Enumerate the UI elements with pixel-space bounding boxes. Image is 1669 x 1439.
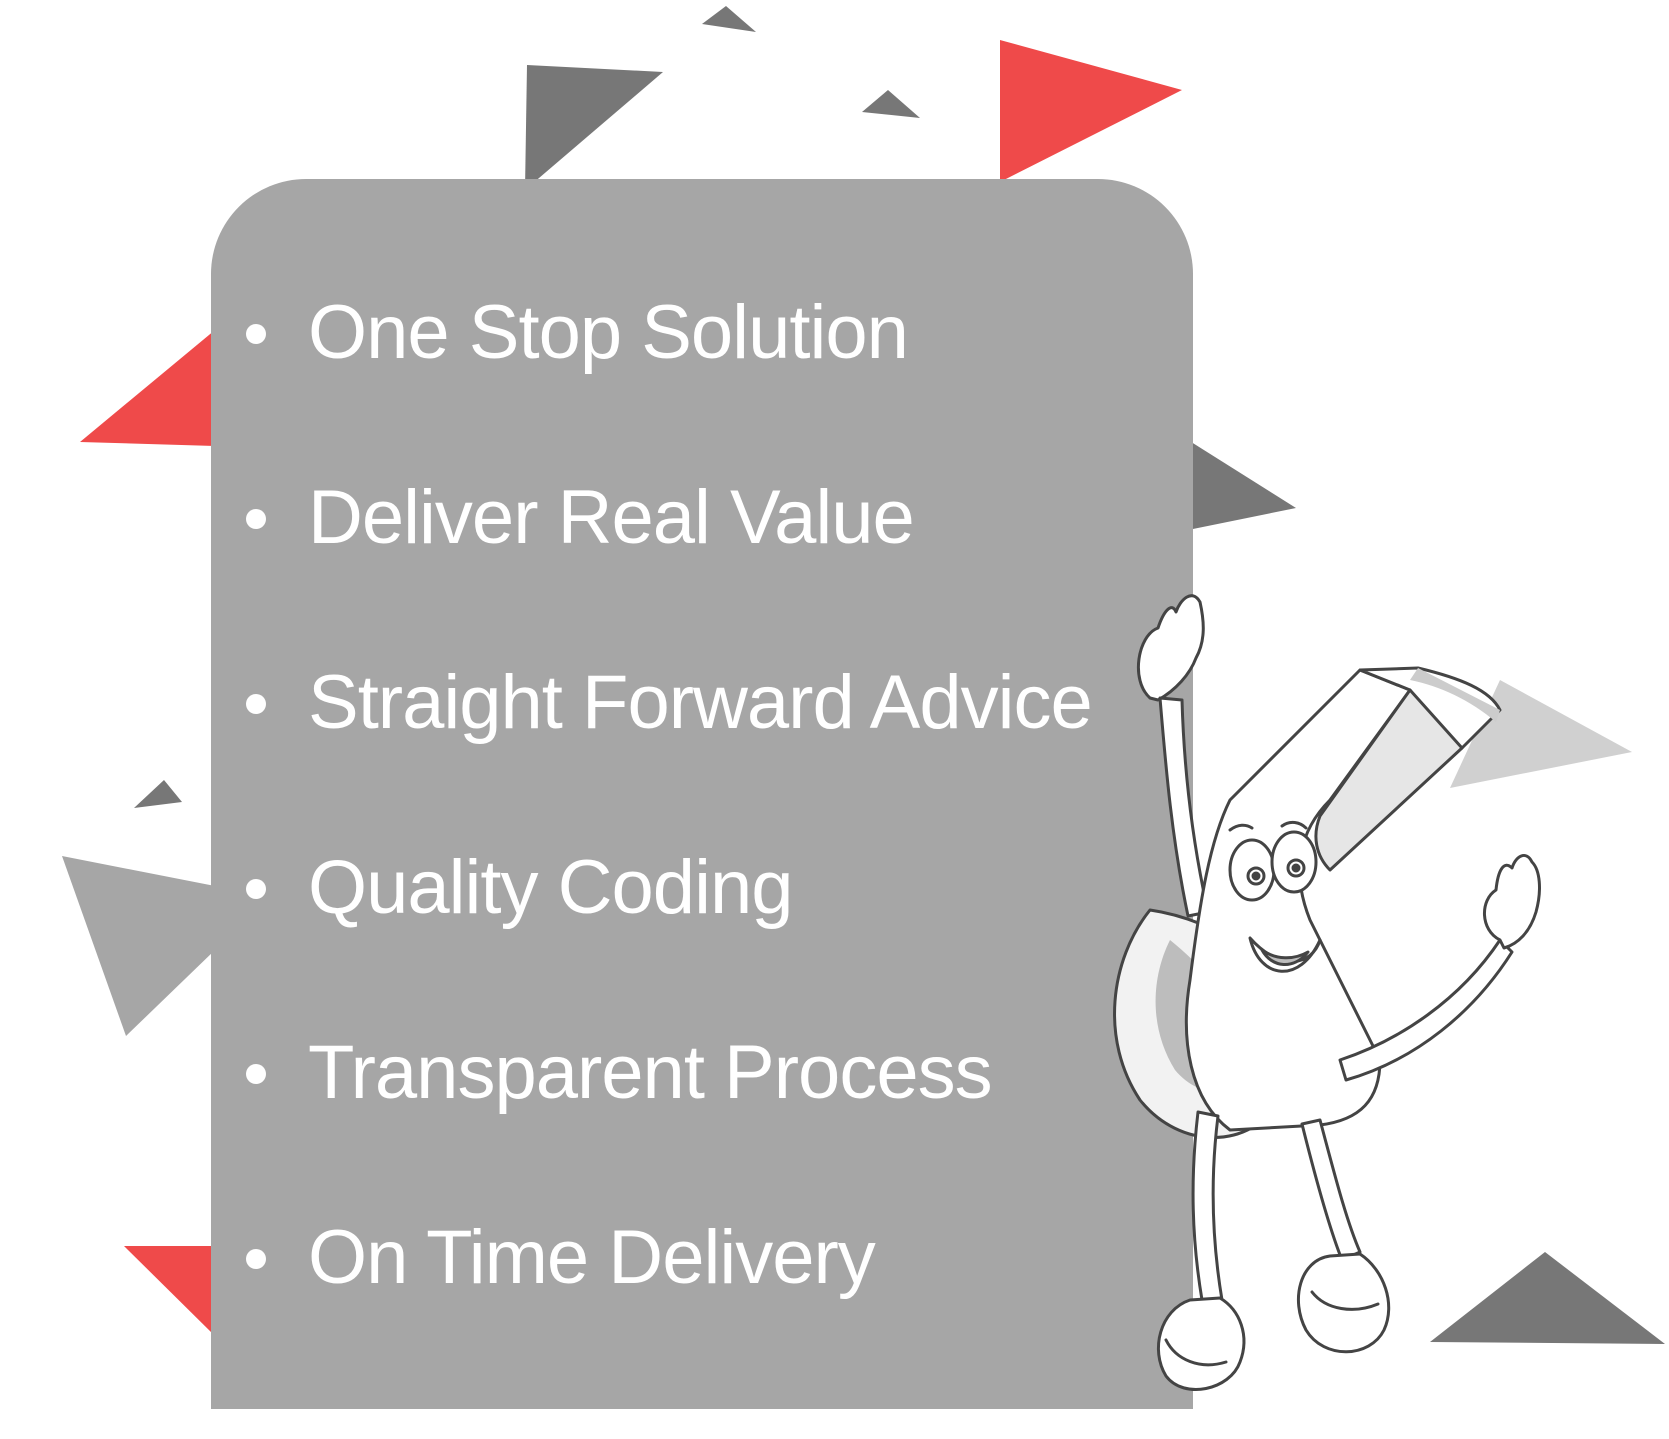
feature-label: Quality Coding bbox=[308, 845, 793, 930]
feature-item: Straight Forward Advice bbox=[246, 658, 1093, 843]
triangle-shape bbox=[862, 90, 920, 118]
bullet-icon bbox=[246, 879, 266, 899]
triangle-shape bbox=[1188, 440, 1296, 530]
bullet-icon bbox=[246, 694, 266, 714]
whistle-mascot-icon bbox=[1113, 594, 1541, 1391]
feature-label: Transparent Process bbox=[308, 1030, 993, 1115]
bullet-icon bbox=[246, 1249, 266, 1269]
triangle-shape bbox=[134, 780, 182, 808]
triangle-shape bbox=[124, 1246, 215, 1336]
bullet-icon bbox=[246, 324, 266, 344]
feature-item: On Time Delivery bbox=[246, 1213, 1092, 1398]
feature-label: Straight Forward Advice bbox=[308, 660, 1093, 745]
triangle-shape bbox=[1000, 40, 1182, 182]
feature-item: Deliver Real Value bbox=[246, 473, 1092, 658]
bullet-icon bbox=[246, 509, 266, 529]
feature-item: Quality Coding bbox=[246, 843, 1092, 1028]
triangle-shape bbox=[80, 330, 215, 446]
feature-item: One Stop Solution bbox=[246, 288, 1092, 473]
triangle-shape bbox=[702, 6, 756, 32]
bullet-icon bbox=[246, 1064, 266, 1084]
feature-label: On Time Delivery bbox=[308, 1215, 876, 1300]
triangle-shape bbox=[525, 65, 663, 190]
triangle-shape bbox=[1430, 1252, 1665, 1344]
feature-label: Deliver Real Value bbox=[308, 475, 915, 560]
feature-list: One Stop Solution Deliver Real Value Str… bbox=[246, 288, 1093, 1398]
feature-label: One Stop Solution bbox=[308, 290, 909, 375]
feature-item: Transparent Process bbox=[246, 1028, 1092, 1213]
feature-card bbox=[211, 179, 1193, 1409]
triangle-shape bbox=[62, 856, 215, 1036]
